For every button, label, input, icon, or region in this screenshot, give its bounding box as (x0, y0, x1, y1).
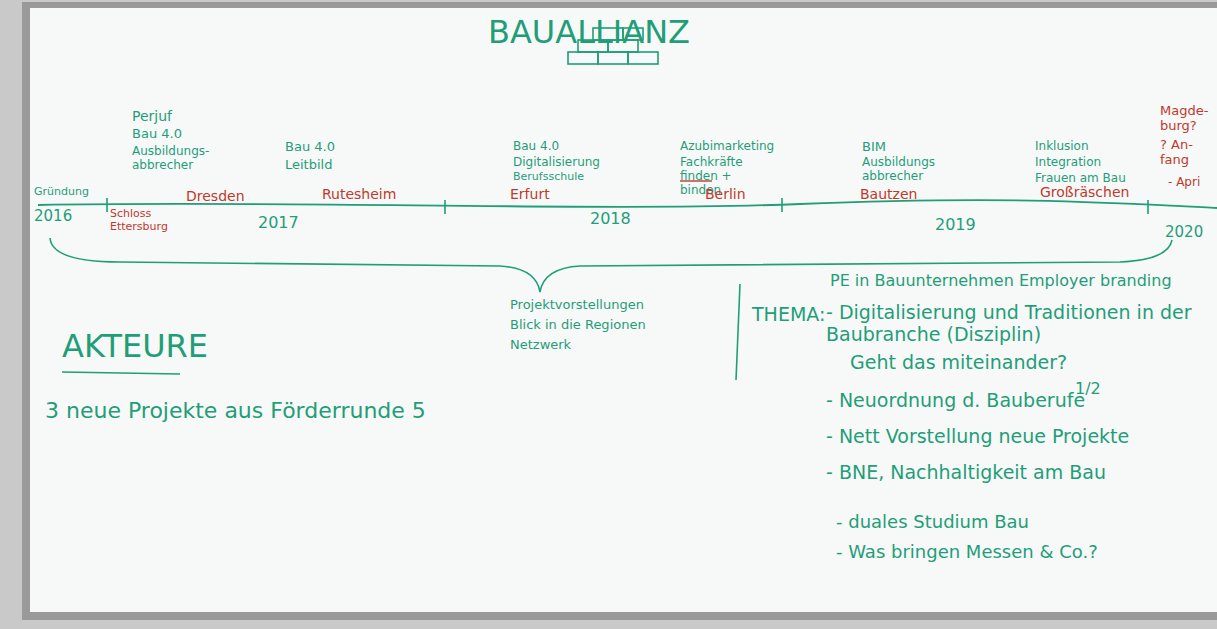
handwritten-note: Inklusion (1035, 140, 1089, 154)
handwritten-note: Perjuf (132, 108, 172, 124)
handwritten-note: Ausbildungs- abbrecher (132, 145, 212, 173)
handwritten-note: Rutesheim (322, 186, 396, 202)
handwritten-note: Berufsschule (513, 171, 584, 184)
handwritten-note: - duales Studium Bau (836, 512, 1029, 533)
handwritten-note: AKTEURE (62, 328, 208, 365)
handwritten-note: - Apri (1168, 176, 1200, 190)
handwritten-note: BIM (862, 140, 886, 155)
handwritten-note: ? An- fang (1160, 138, 1210, 168)
handwritten-note: Dresden (186, 188, 245, 204)
handwritten-note: - Was bringen Messen & Co.? (836, 542, 1098, 563)
handwritten-note: Frauen am Bau (1035, 172, 1126, 186)
bracket (50, 238, 1172, 292)
handwritten-note: Erfurt (510, 186, 550, 202)
handwritten-note: 2017 (258, 214, 299, 232)
handwritten-note: 2020 (1165, 224, 1203, 241)
handwritten-note: 2019 (935, 216, 976, 234)
handwritten-note: - Digitalisierung und Traditionen in der… (826, 302, 1206, 346)
handwritten-note: Bau 4.0 (132, 127, 182, 142)
handwritten-note: 2016 (34, 208, 72, 225)
handwritten-note: Azubimarketing (680, 140, 774, 154)
handwritten-note: Bau 4.0 (513, 140, 559, 154)
handwritten-note: Berlin (705, 186, 746, 202)
handwritten-note: Bautzen (860, 186, 917, 202)
handwritten-note: THEMA: (752, 304, 825, 326)
handwritten-note: Digitalisierung (513, 156, 600, 170)
handwritten-note: Gründung (34, 186, 89, 199)
handwritten-note: 2018 (590, 210, 631, 228)
handwritten-note: Netzwerk (510, 338, 571, 353)
handwritten-note: Ausbildungs abbrecher (862, 156, 937, 184)
handwritten-note: - Nett Vorstellung neue Projekte (826, 426, 1129, 448)
handwritten-note: 1/2 (1075, 380, 1101, 398)
handwritten-note: Schloss Ettersburg (110, 208, 172, 233)
handwritten-note: Geht das miteinander? (850, 352, 1067, 374)
handwritten-note: Blick in die Regionen (510, 318, 646, 333)
board-surface (30, 8, 1217, 612)
board-frame (22, 2, 1217, 620)
board-title: BAUALLIANZ (488, 14, 690, 51)
divider-line (736, 284, 740, 380)
handwritten-note: Großräschen (1040, 184, 1129, 200)
handwritten-note: Projektvorstellungen (510, 298, 644, 313)
handwritten-note: - Neuordnung d. Bauberufe (826, 390, 1085, 412)
handwritten-note: 3 neue Projekte aus Förderrunde 5 (45, 398, 426, 423)
handwritten-note: Magde- burg? (1160, 104, 1210, 134)
underline (62, 372, 180, 374)
handwritten-note: Leitbild (285, 158, 332, 173)
handwritten-note: Integration (1035, 156, 1101, 170)
handwritten-note: Bau 4.0 (285, 140, 335, 155)
handwritten-note: PE in Bauunternehmen Employer branding (830, 272, 1172, 290)
handwritten-note: - BNE, Nachhaltigkeit am Bau (826, 462, 1106, 484)
